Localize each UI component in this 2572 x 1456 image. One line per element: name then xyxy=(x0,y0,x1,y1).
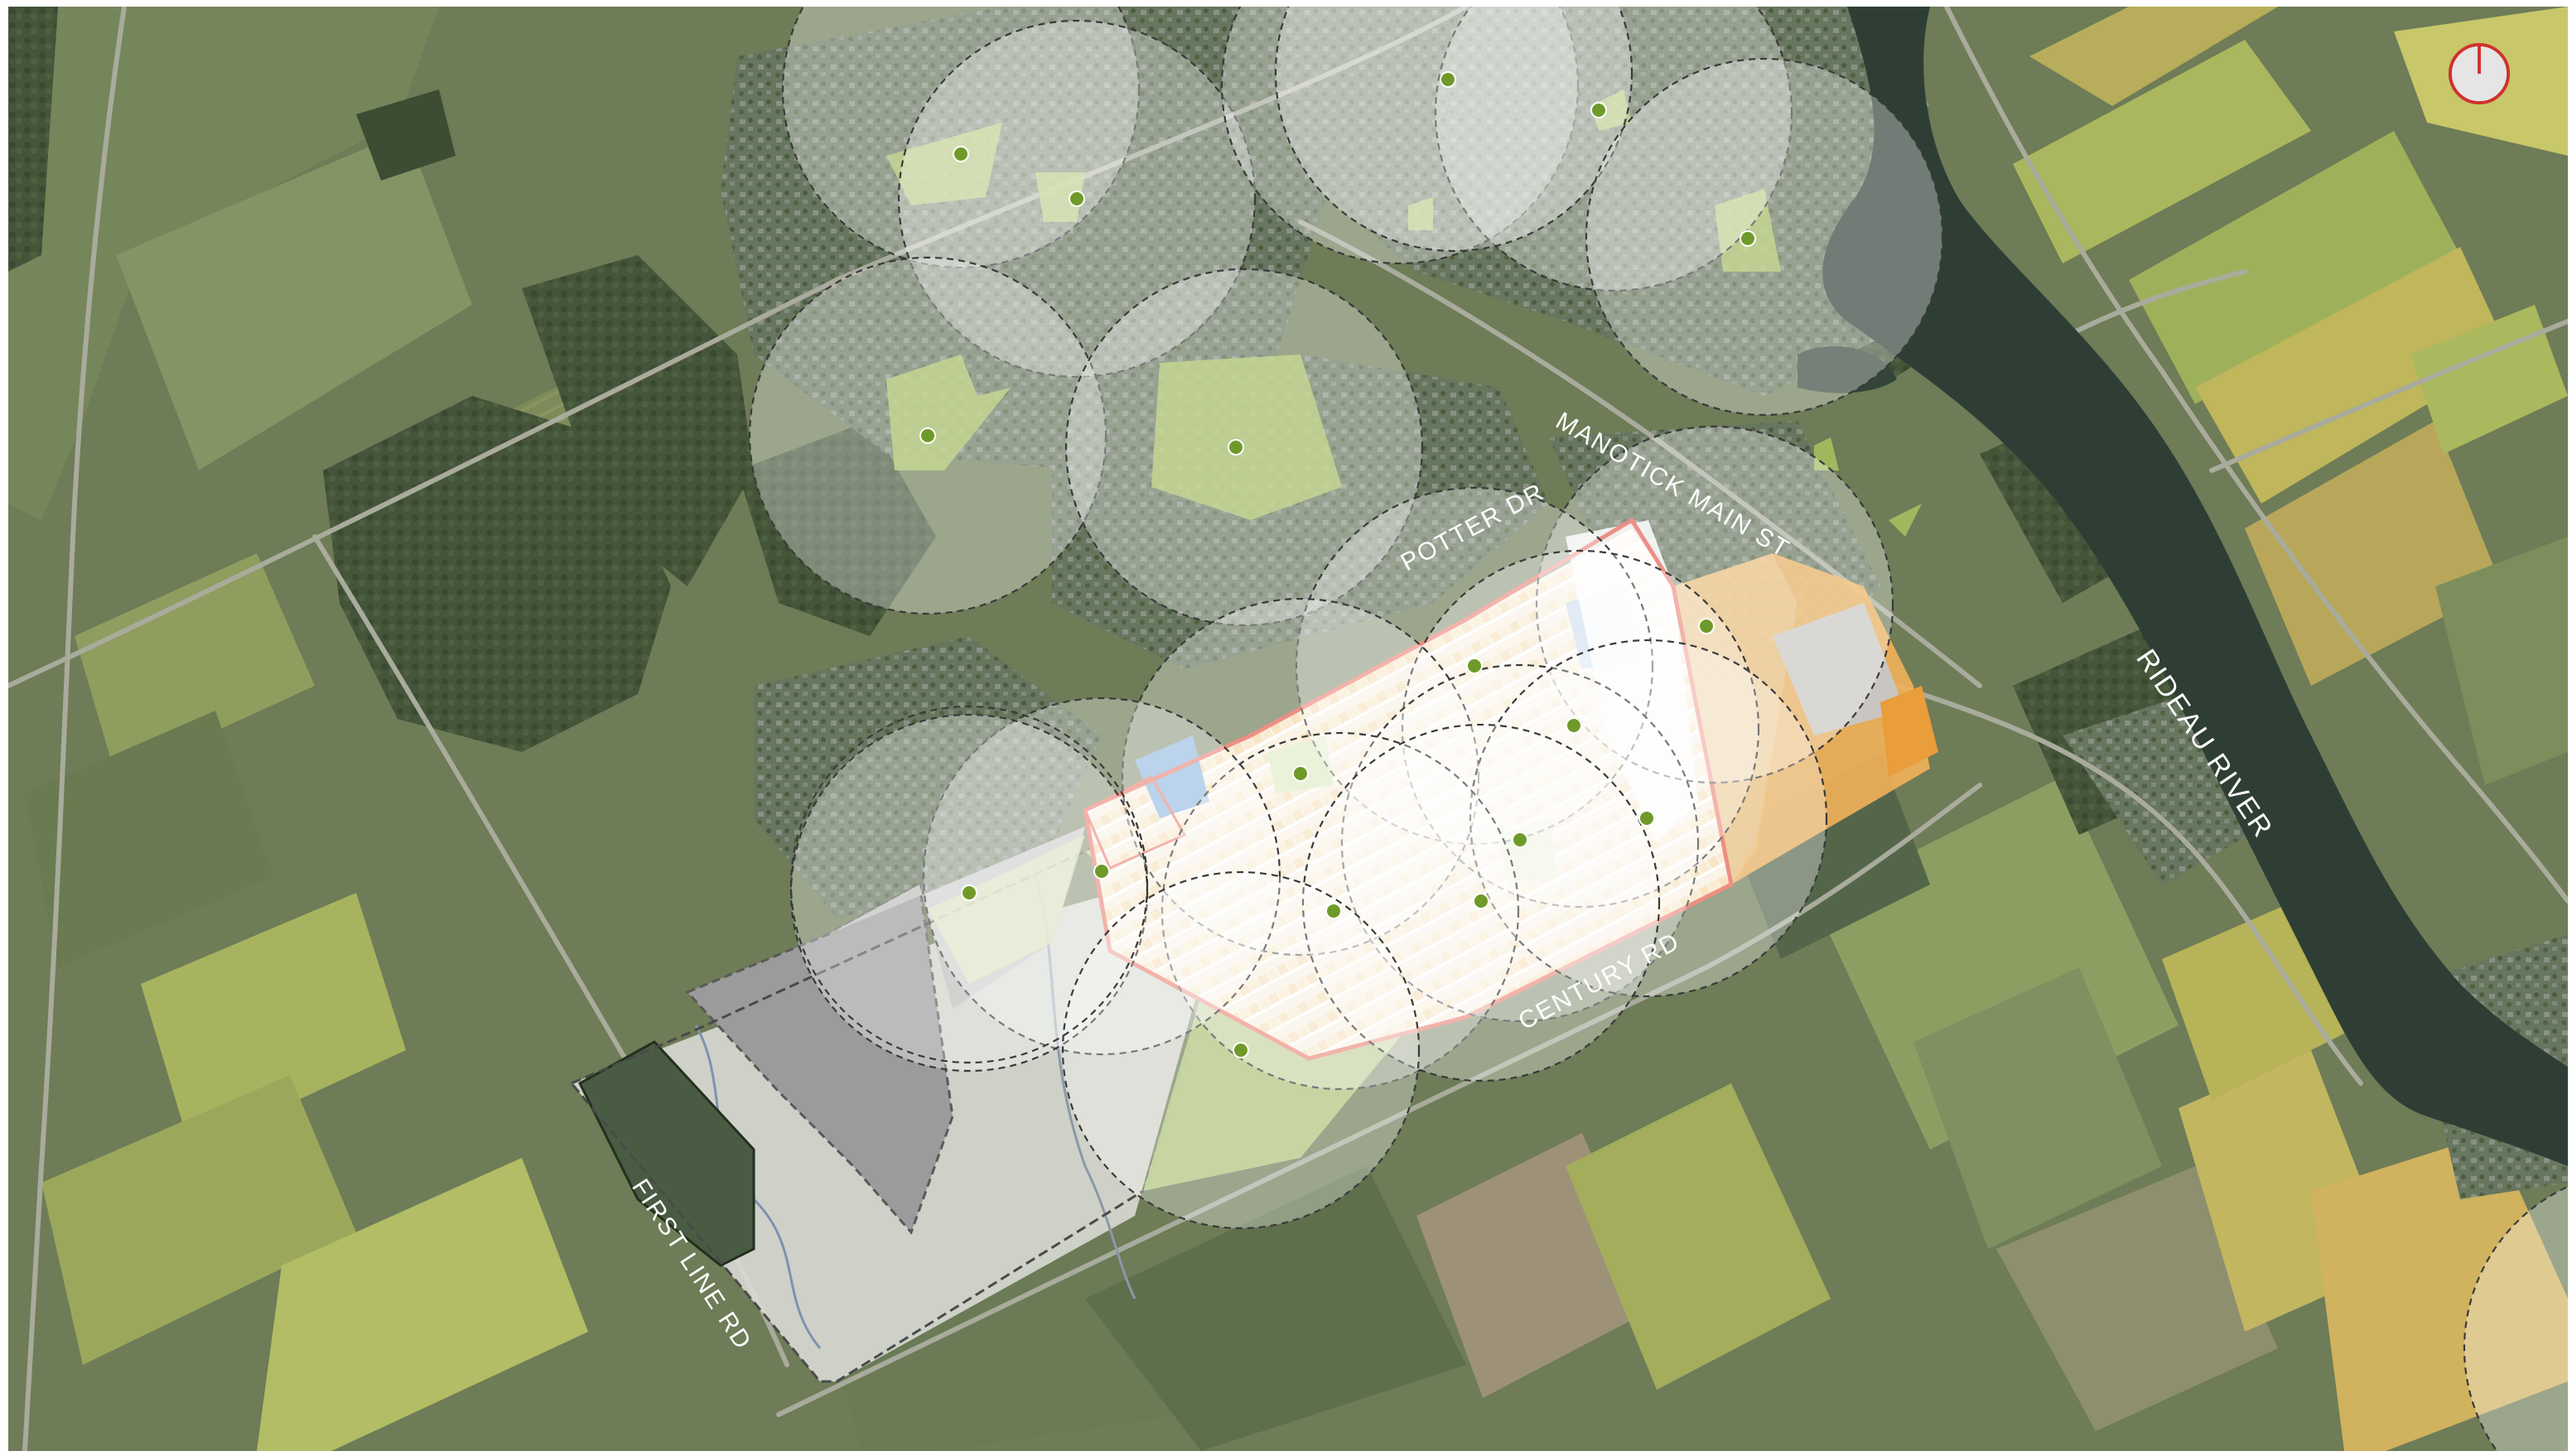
field xyxy=(2195,247,2510,504)
field xyxy=(2245,421,2502,686)
field xyxy=(2435,537,2568,785)
woodland xyxy=(356,89,456,181)
park-point xyxy=(1292,765,1309,782)
radius-circle xyxy=(1585,57,1944,417)
radius-circle xyxy=(1535,425,1894,784)
neighbourhood xyxy=(1267,7,1930,396)
park-point xyxy=(1512,832,1528,848)
field xyxy=(2029,7,2278,106)
plan-blue-site-west xyxy=(1135,735,1209,818)
park-point xyxy=(961,885,977,901)
park xyxy=(1408,197,1433,230)
subdivision-outline xyxy=(578,1040,755,1267)
field xyxy=(2129,131,2460,404)
road xyxy=(2060,269,2247,340)
creek xyxy=(1034,875,1136,1299)
field xyxy=(2162,901,2344,1100)
park xyxy=(1151,354,1342,520)
aerial-site-map: MANOTICK MAIN ST POTTER DR CENTURY RD FI… xyxy=(8,7,2568,1451)
park xyxy=(1889,504,1922,537)
plan-boundary xyxy=(1083,517,1734,1061)
existing-parks xyxy=(886,89,1922,537)
park-point xyxy=(1473,893,1489,909)
park xyxy=(886,123,1002,205)
woodland xyxy=(522,255,754,586)
park-point xyxy=(1698,618,1715,634)
field xyxy=(820,1183,1185,1451)
road xyxy=(1298,219,1982,688)
plan-area xyxy=(1085,528,1731,1058)
north-arrow-icon xyxy=(2448,42,2511,105)
river-inlet xyxy=(1798,346,1897,393)
open-space-light xyxy=(928,835,1085,984)
field xyxy=(116,131,472,470)
park-point xyxy=(1069,190,1085,207)
radius-circle xyxy=(781,7,1141,269)
radius-circle xyxy=(1220,7,1580,265)
park-point xyxy=(1466,658,1483,674)
road xyxy=(2209,319,2568,473)
field xyxy=(1085,1166,1466,1451)
field xyxy=(2013,40,2311,263)
woodland xyxy=(737,421,936,636)
park-point xyxy=(1228,439,1244,456)
field xyxy=(2311,1133,2568,1451)
field xyxy=(1913,967,2162,1249)
map-frame: MANOTICK MAIN ST POTTER DR CENTURY RD FI… xyxy=(8,7,2568,1451)
community-plan xyxy=(1083,517,1938,1061)
plan-school-site xyxy=(1773,603,1905,735)
field xyxy=(1996,1166,2278,1431)
road xyxy=(1944,7,2568,904)
park-point xyxy=(1325,903,1342,919)
field xyxy=(1566,1083,1831,1390)
field xyxy=(257,1158,588,1451)
neighbourhood xyxy=(754,636,1102,918)
radius-circle xyxy=(1274,7,1633,253)
field xyxy=(8,7,439,520)
field xyxy=(75,553,315,777)
park xyxy=(886,354,1011,470)
road xyxy=(776,783,1982,1417)
plan-east-orange xyxy=(1880,686,1938,777)
rideau-river xyxy=(1822,7,2568,1166)
park-point xyxy=(1590,102,1607,118)
road xyxy=(8,7,1469,688)
park-point xyxy=(953,146,969,162)
park-point xyxy=(1566,717,1582,734)
park-point xyxy=(1093,863,1110,880)
site-parcel-dark xyxy=(685,882,954,1235)
field xyxy=(2410,305,2568,454)
road xyxy=(22,7,127,1451)
woodland xyxy=(323,396,671,752)
residential-areas xyxy=(721,7,2568,1199)
plan-park xyxy=(1267,735,1334,793)
road xyxy=(1894,683,2363,1086)
field xyxy=(1731,752,1930,959)
field xyxy=(25,711,273,967)
park-point xyxy=(1740,230,1756,247)
field xyxy=(41,1075,356,1365)
park-point xyxy=(1638,810,1655,827)
plan-boundary-west-notch xyxy=(1083,775,1187,870)
park-point xyxy=(1233,1042,1249,1058)
radius-circle xyxy=(1434,7,1793,292)
roads xyxy=(8,7,2568,1451)
park xyxy=(1590,89,1632,131)
woodland xyxy=(8,7,58,272)
field xyxy=(141,893,406,1150)
radius-circle xyxy=(789,705,1149,1064)
park-point xyxy=(1440,71,1456,88)
park-point xyxy=(919,427,936,444)
park xyxy=(1035,172,1085,222)
radius-circle-edge xyxy=(2463,1185,2568,1451)
plan-orange-zone xyxy=(1673,553,1798,885)
neighbourhood xyxy=(721,7,1334,470)
plan-white-core xyxy=(1566,520,1698,843)
park-centroids xyxy=(919,71,1756,1058)
